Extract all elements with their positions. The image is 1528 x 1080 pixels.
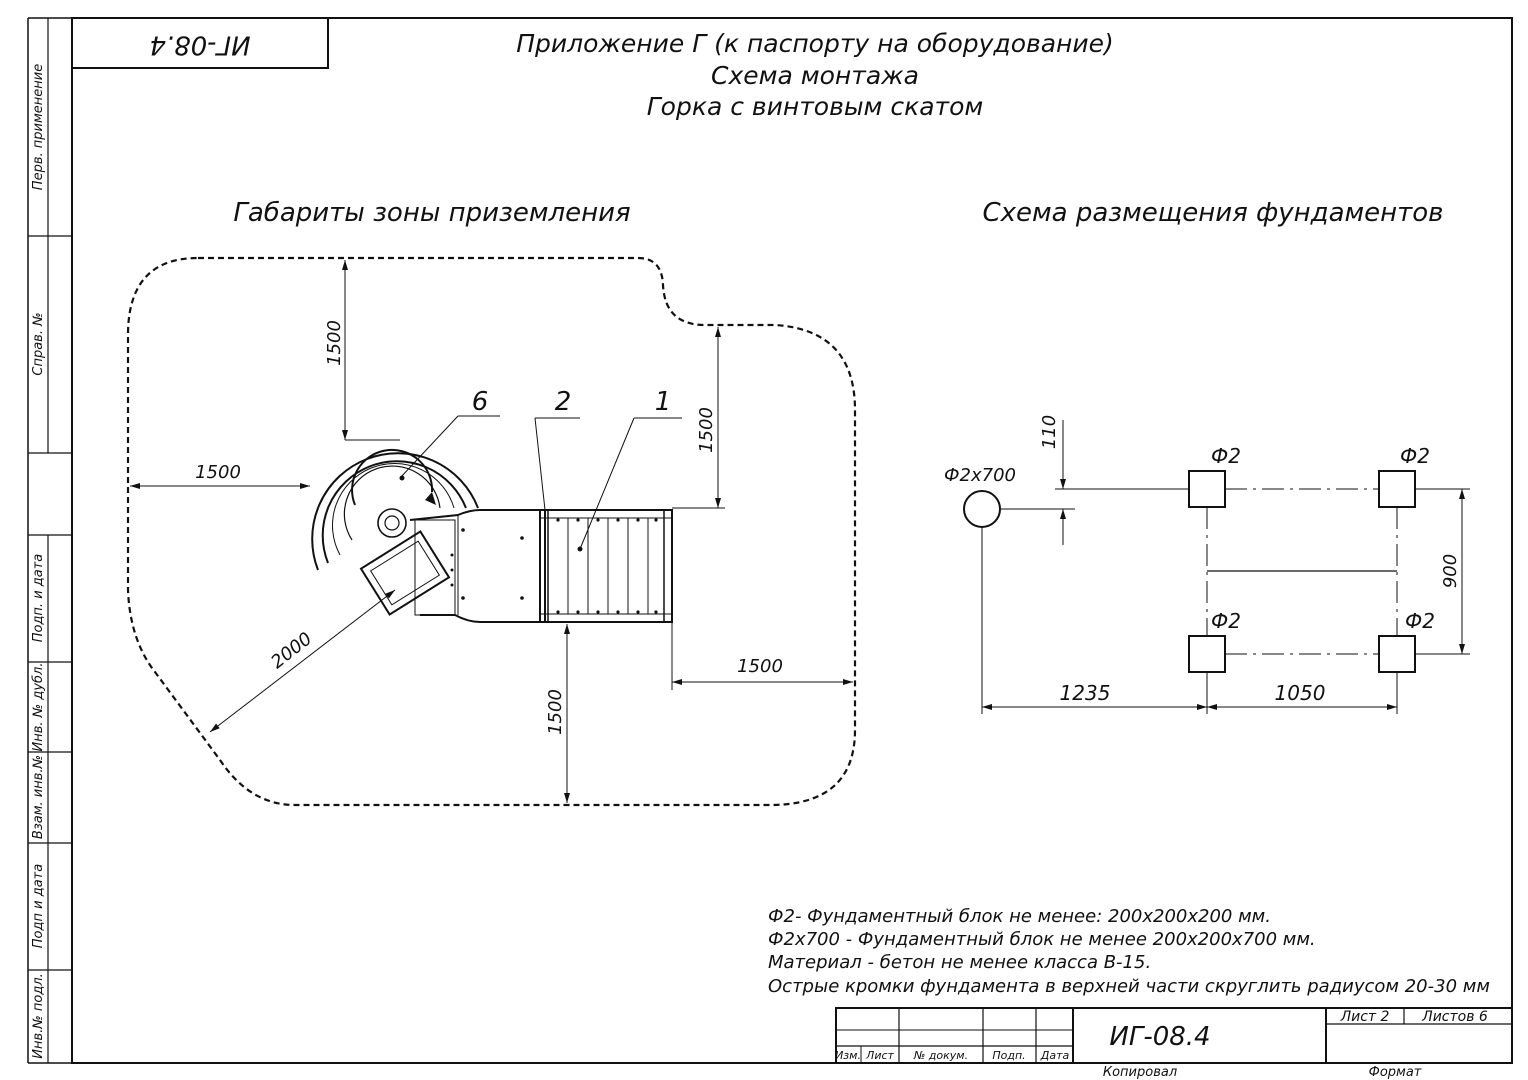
- block-label-br: Ф2: [1405, 609, 1435, 633]
- ladder: [539, 509, 673, 623]
- dim-bottom-clearance: 1500: [545, 689, 566, 735]
- title-col-data: Дата: [1040, 1049, 1070, 1062]
- side-label-podp-1: Подп. и дата: [31, 554, 46, 643]
- block-label-tr: Ф2: [1400, 444, 1430, 468]
- foundation-dim-lines: [981, 420, 1470, 714]
- dim-top-clearance: 1500: [324, 320, 345, 366]
- side-label-sprav: Справ. №: [31, 312, 46, 375]
- block-label-tl: Ф2: [1211, 444, 1241, 468]
- dim-right-lower: 1500: [737, 656, 783, 677]
- callout-1: 1: [655, 387, 672, 417]
- side-label-perv: Перв. применение: [31, 64, 46, 190]
- title-line-2: Схема монтажа: [711, 61, 919, 90]
- single-foundation-block: [963, 490, 1001, 528]
- note-line-3: Материал - бетон не менее класса В-15.: [768, 952, 1151, 973]
- dim-right-upper: 1500: [696, 407, 717, 453]
- title-block-sheet: Лист 2: [1340, 1009, 1390, 1025]
- foundation-scheme: Схема размещения фундаментов Ф2х700 Ф2 Ф…: [944, 198, 1470, 714]
- dim-vertical-900: 900: [1440, 554, 1461, 588]
- title-col-izm: Изм.: [835, 1049, 861, 1062]
- foundation-block-bottom-left: [1188, 635, 1226, 673]
- copied-label: Копировал: [1103, 1065, 1177, 1080]
- dim-horizontal-1235: 1235: [1060, 681, 1111, 705]
- title-col-podp: Подп.: [992, 1049, 1025, 1062]
- side-label-inv-dubl: Инв. № дубл.: [31, 663, 46, 752]
- callout-6: 6: [472, 387, 489, 417]
- format-label: Формат: [1369, 1065, 1422, 1080]
- foundation-block-top-left: [1188, 470, 1226, 508]
- dim-left-clearance: 1500: [195, 462, 241, 483]
- left-column-labels: Перв. применение Справ. № Подп. и дата И…: [31, 64, 46, 1059]
- foundation-block-top-right: [1378, 470, 1416, 508]
- callout-2: 2: [555, 387, 572, 417]
- dim-diagonal: 2000: [267, 628, 316, 673]
- sheet-frame: [27, 17, 1513, 1064]
- foundation-axis-lines: [1206, 488, 1398, 655]
- landing-dim-lines: [130, 260, 853, 803]
- note-line-4: Острые кромки фундамента в верхней части…: [768, 976, 1490, 997]
- side-label-vzam: Взам. инв.№: [31, 755, 46, 839]
- single-block-label: Ф2х700: [944, 465, 1016, 486]
- title-block-sheets: Листов 6: [1421, 1009, 1488, 1025]
- foundation-block-bottom-right: [1378, 635, 1416, 673]
- side-label-inv-podl: Инв.№ подл.: [31, 973, 46, 1059]
- note-line-2: Ф2х700 - Фундаментный блок не менее 200х…: [768, 929, 1316, 950]
- title-col-list: Лист: [865, 1049, 894, 1062]
- title-block: ИГ-08.4 Лист 2 Листов 6 Изм. Лист № доку…: [835, 1007, 1513, 1080]
- landing-zone-diagram: Габариты зоны приземления: [126, 198, 857, 807]
- dim-horizontal-1050: 1050: [1275, 681, 1326, 705]
- block-label-bl: Ф2: [1211, 609, 1241, 633]
- code-stamp-text: ИГ-08.4: [149, 30, 250, 60]
- document-title: Приложение Г (к паспорту на оборудование…: [516, 29, 1114, 121]
- title-line-3: Горка с винтовым скатом: [647, 92, 984, 121]
- dim-offset-110: 110: [1039, 415, 1060, 449]
- landing-zone-outline: [126, 256, 857, 807]
- title-line-1: Приложение Г (к паспорту на оборудование…: [516, 29, 1114, 58]
- title-block-code: ИГ-08.4: [1109, 1022, 1210, 1052]
- code-stamp-top: ИГ-08.4: [71, 17, 329, 69]
- side-label-podp-2: Подп и дата: [31, 864, 46, 948]
- foundation-heading: Схема размещения фундаментов: [982, 198, 1443, 228]
- platform: [409, 509, 546, 623]
- spiral-slide: [311, 448, 479, 616]
- notes-block: Ф2- Фундаментный блок не менее: 200х200х…: [768, 906, 1490, 997]
- note-line-1: Ф2- Фундаментный блок не менее: 200х200х…: [768, 906, 1271, 927]
- title-col-dokum: № докум.: [913, 1049, 968, 1062]
- callout-leaders: [399, 415, 682, 550]
- landing-zone-heading: Габариты зоны приземления: [233, 198, 630, 228]
